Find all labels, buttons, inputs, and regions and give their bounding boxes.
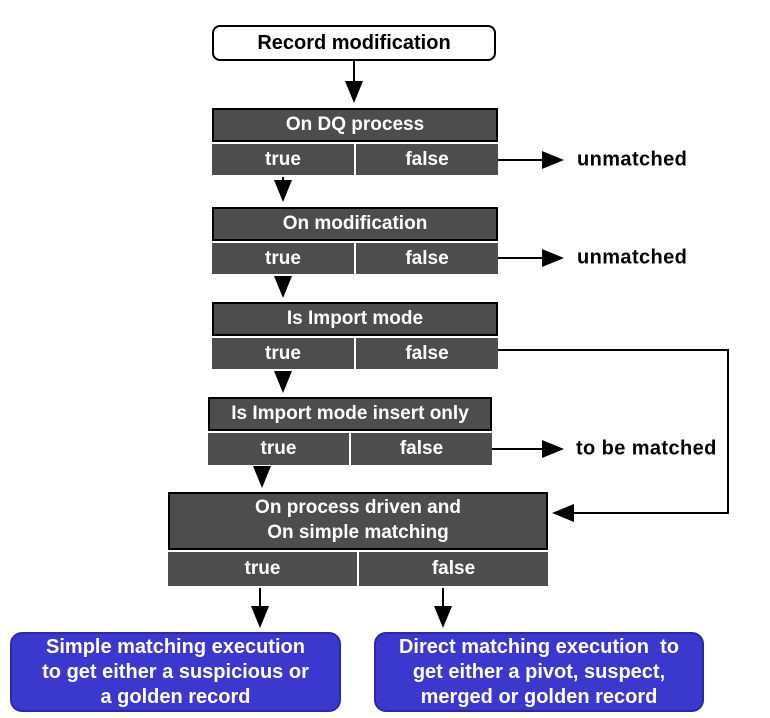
branch-true: true: [212, 243, 354, 274]
decision-branch-row: true false: [212, 144, 498, 175]
branch-false: false: [359, 552, 548, 586]
branch-true: true: [168, 552, 357, 586]
outcome-label-unmatched-2: unmatched: [577, 246, 688, 269]
start-node-record-modification: Record modification: [212, 25, 496, 61]
result-direct-matching-execution: Direct matching execution to get either …: [374, 632, 704, 712]
branch-false: false: [356, 338, 498, 369]
branch-true: true: [208, 433, 349, 465]
outcome-label-to-be-matched: to be matched: [576, 437, 717, 460]
decision-title: On modification: [212, 207, 498, 241]
decision-title: Is Import mode: [212, 302, 498, 336]
decision-title: On process driven and On simple matching: [168, 492, 548, 550]
branch-true: true: [212, 338, 354, 369]
decision-branch-row: true false: [212, 243, 498, 274]
outcome-label-unmatched-1: unmatched: [577, 148, 688, 171]
branch-false: false: [356, 144, 498, 175]
decision-is-import-mode-insert-only: Is Import mode insert only true false: [208, 397, 492, 465]
result-simple-matching-execution: Simple matching execution to get either …: [10, 632, 341, 712]
decision-on-modification: On modification true false: [212, 207, 498, 274]
decision-title: On DQ process: [212, 108, 498, 142]
decision-branch-row: true false: [212, 338, 498, 369]
branch-true: true: [212, 144, 354, 175]
result-text: Direct matching execution to get either …: [398, 635, 680, 708]
decision-on-dq-process: On DQ process true false: [212, 108, 498, 175]
decision-is-import-mode: Is Import mode true false: [212, 302, 498, 369]
branch-false: false: [356, 243, 498, 274]
start-node-label: Record modification: [257, 31, 451, 54]
decision-branch-row: true false: [168, 552, 548, 586]
decision-on-process-driven-and-simple-matching: On process driven and On simple matching…: [168, 492, 548, 586]
branch-false: false: [351, 433, 492, 465]
result-text: Simple matching execution to get either …: [42, 635, 309, 708]
decision-title: Is Import mode insert only: [208, 397, 492, 431]
decision-branch-row: true false: [208, 433, 492, 465]
